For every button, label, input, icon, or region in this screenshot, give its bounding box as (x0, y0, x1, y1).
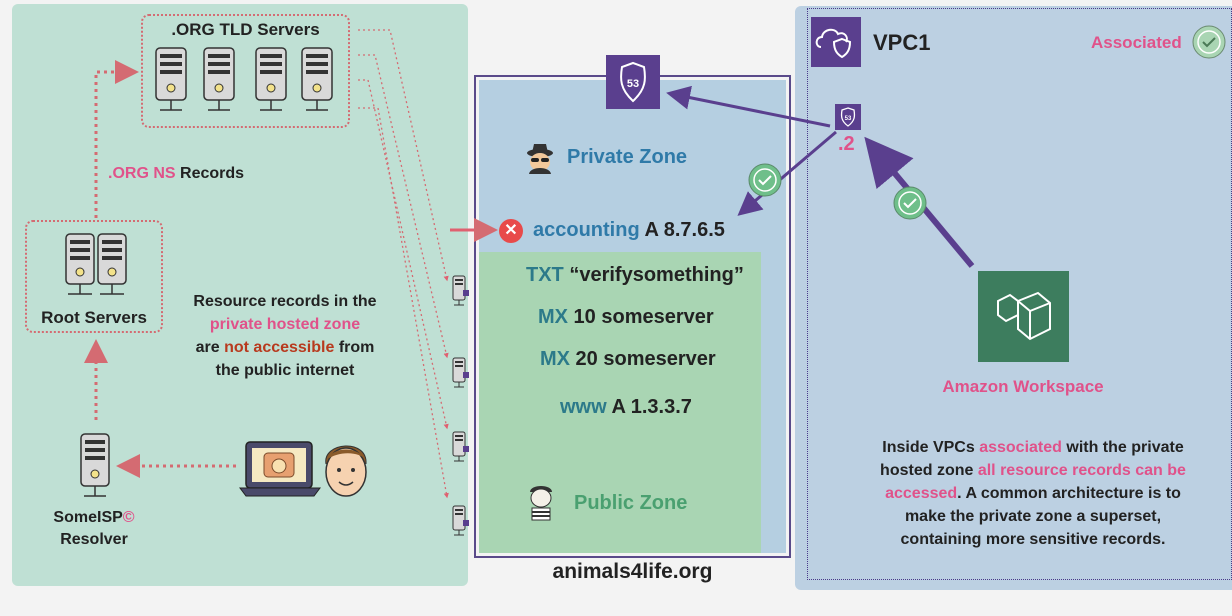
associated-check-icon (1192, 25, 1226, 59)
records-text: Records (175, 165, 245, 182)
record-accounting-value: A 8.7.6.5 (639, 219, 725, 241)
tld-servers-box (141, 14, 350, 128)
org-ns-text: .ORG NS (108, 165, 176, 182)
vpc-note-2a: hosted zone (880, 462, 978, 479)
public-ns-server-4 (451, 505, 471, 537)
note-line-2: private hosted zone (209, 316, 361, 333)
spy-icon (524, 142, 556, 174)
note-not-accessible: not accessible (224, 339, 335, 356)
note-line-1: Resource records in the (193, 293, 377, 310)
workspace-icon (978, 271, 1069, 362)
vpc-cloud-icon (811, 17, 861, 67)
resolver-name: SomeISP (53, 509, 123, 526)
vpc-note-1a: Inside VPCs (882, 439, 980, 456)
root-servers-box (25, 220, 163, 333)
note-from: from (334, 339, 375, 356)
tld-link-3 (358, 79, 449, 430)
root-to-tld-arrow (94, 60, 139, 218)
resolver-to-route53-arrow (666, 85, 831, 128)
resolver-server-icon (78, 432, 114, 502)
resolver-label-1: SomeISP© (36, 509, 152, 527)
tld-servers-title: .ORG TLD Servers (171, 20, 320, 39)
note-line-3: are not accessible from (170, 336, 400, 359)
record-mx1-value: 10 someserver (568, 306, 714, 328)
vpc-note-1c: with the private (1061, 439, 1184, 456)
vpc-note-all-records: all resource records can be (977, 462, 1186, 479)
public-ns-server-2 (451, 357, 471, 389)
private-zone-label: Private Zone (567, 146, 688, 168)
vpc-note: Inside VPCs associated with the private … (850, 436, 1216, 551)
vpc-resolver-number: 53 (845, 116, 852, 122)
record-mx-2: MX 20 someserver (540, 348, 716, 371)
route53-number: 53 (627, 78, 639, 90)
user-avatar (320, 436, 372, 500)
record-mx2-value: 20 someserver (570, 348, 716, 370)
record-www-value: A 1.3.3.7 (606, 396, 692, 418)
tld-link-2 (358, 54, 449, 359)
denied-x-icon: ✕ (499, 219, 523, 243)
record-txt-value: “verifysomething” (563, 264, 744, 286)
associated-label: Associated (1091, 33, 1182, 52)
laptop-icon (239, 440, 321, 498)
record-www: www A 1.3.3.7 (560, 396, 692, 419)
vpc-title: VPC1 (873, 30, 931, 55)
public-zone-label: Public Zone (574, 492, 688, 514)
vpc-note-line-1: Inside VPCs associated with the private (850, 436, 1216, 459)
workspace-label: Amazon Workspace (942, 377, 1104, 396)
root-servers-label: Root Servers (41, 308, 147, 327)
vpc-note-line-5: containing more sensitive records. (900, 531, 1166, 548)
copyright-symbol: © (122, 509, 135, 526)
tld-link-1 (358, 29, 449, 282)
root-server-icons (60, 232, 130, 300)
vpc-resolver-icon: 53 (835, 104, 861, 130)
resolver-label-2: Resolver (60, 531, 128, 548)
record-txt-type: TXT (526, 264, 564, 286)
record-txt: TXT “verifysomething” (526, 264, 744, 287)
public-internet-panel (12, 4, 468, 586)
vpc-note-associated: associated (979, 439, 1062, 456)
vpc-note-3b: . A common architecture is to (957, 485, 1181, 502)
public-internet-note: Resource records in the private hosted z… (170, 290, 400, 382)
vpc-note-line-2: hosted zone all resource records can be (850, 459, 1216, 482)
vpc-note-line-3: accessed. A common architecture is to (850, 482, 1216, 505)
resolver-ip-label: .2 (838, 133, 855, 155)
public-ns-server-1 (451, 275, 471, 307)
note-are: are (195, 339, 225, 356)
record-mx1-type: MX (538, 306, 568, 328)
vpc-note-accessed: accessed (885, 485, 958, 502)
mime-icon (524, 482, 558, 521)
check-icon-record (748, 163, 782, 197)
org-ns-records-label: .ORG NS Records (108, 165, 244, 183)
tld-server-group (152, 46, 342, 118)
check-icon-workspace (893, 186, 927, 220)
tld-link-4 (358, 107, 449, 499)
record-www-type: www (560, 396, 607, 418)
record-accounting: accounting A 8.7.6.5 (533, 219, 725, 242)
note-line-4: the public internet (215, 362, 355, 379)
route53-icon: 53 (606, 55, 660, 109)
record-mx2-type: MX (540, 348, 570, 370)
public-zone-area (479, 252, 761, 553)
record-mx-1: MX 10 someserver (538, 306, 714, 329)
resolver-to-record-arrow (737, 130, 837, 216)
vpc-note-line-4: make the private zone a superset, (904, 508, 1162, 525)
server-icon (155, 47, 187, 111)
public-ns-server-3 (451, 431, 471, 463)
record-accounting-name: accounting (533, 219, 640, 241)
domain-label: animals4life.org (552, 560, 713, 583)
